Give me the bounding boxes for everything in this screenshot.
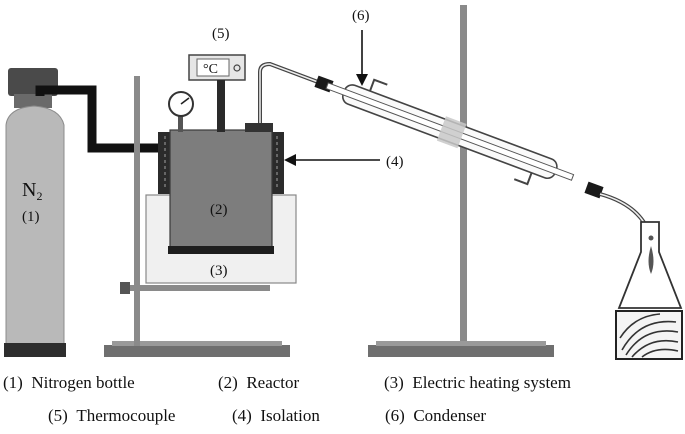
bottle-base <box>4 343 66 357</box>
flask-drop <box>648 235 654 241</box>
bottle-number-label: (1) <box>22 209 40 225</box>
legend-item-reactor: (2) Reactor <box>218 373 299 393</box>
legend-number: (6) <box>385 406 405 425</box>
right-stand-base-top <box>376 341 546 346</box>
legend-number: (5) <box>48 406 68 425</box>
left-stand-clamp-knob <box>120 282 130 294</box>
condenser-bottom-port <box>513 172 533 186</box>
bottle-body <box>5 105 65 351</box>
condenser-clamp <box>436 116 467 149</box>
reactor-number-label: (2) <box>210 202 228 218</box>
reactor-bottom <box>168 246 274 254</box>
left-stand-rod <box>134 76 140 346</box>
left-stand-base-top <box>112 341 282 346</box>
condenser: (6) <box>325 8 575 186</box>
right-retort-stand <box>368 5 554 357</box>
legend-item-thermocouple: (5) Thermocouple <box>48 406 175 426</box>
thermocouple-probe <box>217 80 225 132</box>
bottle-neck <box>14 94 52 108</box>
legend-text: Thermocouple <box>76 406 176 425</box>
gauge-stem <box>178 112 183 132</box>
gauge-needle <box>180 97 190 105</box>
condenser-outlet-joint <box>584 181 604 199</box>
legend-item-electric-heating-system: (3) Electric heating system <box>384 373 571 393</box>
isolation-pointer-arrowhead <box>284 154 296 166</box>
reactor-body <box>169 129 273 253</box>
wood-block <box>615 310 683 360</box>
condenser-pointer-arrowhead <box>356 74 368 86</box>
left-retort-stand <box>104 76 290 357</box>
reactor-lid-port <box>245 123 273 132</box>
reactor-outlet-tube-inner <box>259 63 319 123</box>
legend-item-isolation: (4) Isolation <box>232 406 320 426</box>
collecting-flask <box>617 221 683 309</box>
left-stand-base <box>104 345 290 357</box>
bottle-gas-label: N2 <box>22 179 42 203</box>
legend-number: (4) <box>232 406 252 425</box>
thermocouple-screen <box>196 58 230 77</box>
legend-item-nitrogen-bottle: (1) Nitrogen bottle <box>3 373 135 393</box>
left-stand-clamp-arm <box>122 285 270 291</box>
legend-number: (2) <box>218 373 238 392</box>
reactor-outlet-tube <box>258 61 319 123</box>
thermocouple-readout: °C <box>203 62 218 77</box>
legend-text: Condenser <box>413 406 487 425</box>
flask-liquid-drop <box>648 246 654 274</box>
condenser-number-label: (6) <box>352 8 370 24</box>
right-stand-rod <box>460 5 467 345</box>
wood-grain <box>619 313 679 358</box>
legend-text: Electric heating system <box>412 373 571 392</box>
legend-text: Isolation <box>260 406 320 425</box>
legend-number: (3) <box>384 373 404 392</box>
right-stand-base <box>368 345 554 357</box>
heater-number-label: (3) <box>210 263 228 279</box>
nitrogen-bottle: N2 (1) <box>4 68 66 357</box>
pressure-gauge <box>168 91 194 132</box>
nitrogen-pipe <box>35 85 160 153</box>
thermocouple: (5) °C <box>188 26 246 132</box>
legend-item-condenser: (6) Condenser <box>385 406 486 426</box>
thermocouple-number-label: (5) <box>212 26 230 42</box>
isolation-number-label: (4) <box>386 154 404 170</box>
condenser-top-port <box>369 78 388 92</box>
thermocouple-knob <box>233 64 241 72</box>
legend-text: Nitrogen bottle <box>31 373 135 392</box>
legend-text: Reactor <box>246 373 300 392</box>
reactor: (2) <box>158 123 284 254</box>
legend-number: (1) <box>3 373 23 392</box>
